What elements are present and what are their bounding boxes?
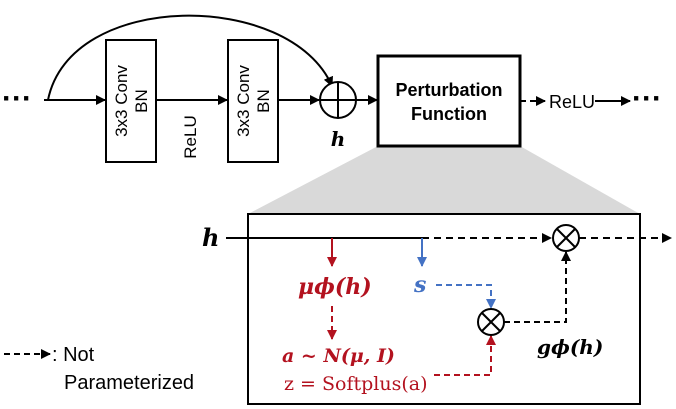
legend-text-line2: Parameterized <box>64 372 194 394</box>
sum-output-label: h <box>331 127 346 151</box>
relu-after-label: ReLU <box>549 92 595 112</box>
s-to-multiply-arrow <box>436 284 496 309</box>
multiply-node-top-icon <box>552 224 580 252</box>
relu-between-label: ReLU <box>181 115 200 158</box>
right-dots: ··· <box>632 82 662 115</box>
conv-block-1: 3x3 Conv BN <box>105 39 157 163</box>
perturbation-box-line2: Function <box>411 104 487 124</box>
detail-input-label: h <box>202 223 219 252</box>
conv-block-1-line2: BN <box>132 89 151 113</box>
g-to-top-multiply-arrow <box>504 251 571 323</box>
legend: : Not Parameterized <box>4 344 194 394</box>
perturbation-function-box: Perturbation Function <box>376 54 522 148</box>
zoom-trapezoid <box>248 146 640 214</box>
softplus-label: z = Softplus(a) <box>284 373 428 395</box>
sum-node-icon <box>319 81 357 119</box>
conv-block-2: 3x3 Conv BN <box>227 39 279 163</box>
g-label: gϕ(h) <box>537 335 603 359</box>
perturbation-box-line1: Perturbation <box>395 80 502 100</box>
left-dots: ··· <box>2 82 32 115</box>
conv-block-1-line1: 3x3 Conv <box>112 65 131 137</box>
sample-label: a ~ N(μ, I) <box>282 345 395 367</box>
conv-block-2-line2: BN <box>254 89 273 113</box>
multiply-node-bottom-icon <box>477 308 505 336</box>
skip-connection-arrow <box>47 14 333 101</box>
mu-label: μϕ(h) <box>298 274 372 300</box>
conv-block-2-line1: 3x3 Conv <box>234 65 253 137</box>
legend-text-line1: : Not <box>52 344 95 366</box>
s-label: s <box>413 272 426 298</box>
softplus-to-multiply-arrow <box>434 335 496 376</box>
detail-box <box>247 213 641 405</box>
